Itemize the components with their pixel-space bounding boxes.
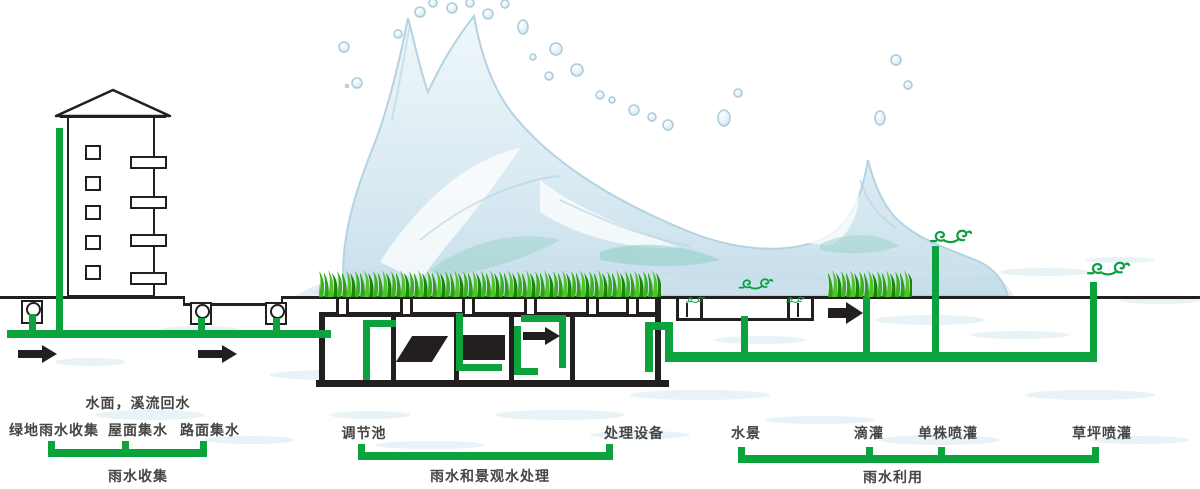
- tank-access-shaft: [400, 299, 413, 314]
- label-treatment-equipment: 处理设备: [604, 425, 664, 441]
- roof-downpipe: [56, 128, 63, 338]
- label-roof-collection: 屋面集水: [108, 422, 168, 438]
- drain-stub-pipe: [273, 318, 280, 332]
- tank-left-wall: [319, 312, 325, 382]
- label-group-rain-utilization: 雨水利用: [863, 469, 923, 485]
- building-window: [85, 145, 101, 160]
- building-balcony: [130, 234, 167, 247]
- grass-patch: [828, 271, 912, 298]
- outlet-pipe-up: [645, 322, 653, 372]
- water-feature-riser: [741, 316, 748, 358]
- building-window: [85, 235, 101, 250]
- tank-partition: [391, 312, 396, 382]
- building-balcony: [130, 156, 167, 169]
- water-feature-trough: [676, 299, 814, 321]
- chamber-pipe: [559, 315, 566, 368]
- tank-bottom-slab: [316, 380, 669, 387]
- ground-line-right: [281, 296, 1200, 299]
- curb-step-down: [183, 296, 185, 306]
- outlet-pipe-down: [665, 322, 673, 356]
- chamber-pipe: [456, 313, 463, 371]
- building-roof: [54, 88, 172, 118]
- outlet-pipe-over: [645, 322, 673, 330]
- building-window: [85, 176, 101, 191]
- grass-strip: [319, 271, 661, 298]
- drain-inlet-icon: [195, 304, 210, 319]
- building-balcony: [130, 196, 167, 209]
- building-window: [85, 265, 101, 280]
- tank-partition: [570, 312, 575, 382]
- trough-wall: [676, 299, 679, 321]
- collection-main-pipe: [7, 330, 331, 338]
- chamber-pipe: [514, 368, 538, 375]
- tank-right-wall: [655, 299, 661, 382]
- spray-swirl-icon: [685, 229, 1130, 303]
- label-lawn-sprinkler: 草坪喷灌: [1072, 425, 1132, 441]
- drain-stub-pipe: [29, 314, 36, 332]
- label-water-feature: 水景: [731, 425, 761, 441]
- tank-inlet-elbow-h: [363, 320, 396, 327]
- water-droplets: [338, 0, 913, 131]
- tank-access-shaft: [586, 299, 599, 314]
- tank-access-shaft: [626, 299, 639, 314]
- tank-access-shaft: [524, 299, 537, 314]
- chamber-pipe: [456, 364, 502, 371]
- label-green-space-collection: 绿地雨水收集: [9, 422, 99, 438]
- lawn-sprinkler-riser: [1090, 282, 1097, 358]
- road-surface-line: [183, 303, 283, 306]
- curb-step-up: [281, 296, 283, 306]
- treatment-unit-block: [463, 335, 505, 360]
- drain-stub-pipe: [198, 318, 205, 332]
- plant-sprinkler-riser: [932, 246, 939, 358]
- label-group-rain-collection: 雨水收集: [108, 468, 168, 484]
- tank-access-shaft: [462, 299, 475, 314]
- trough-divider: [700, 299, 703, 318]
- fountain-nozzle: [686, 303, 688, 317]
- tank-access-shaft: [336, 299, 349, 314]
- tank-inlet-elbow-v: [363, 320, 370, 380]
- label-surface-stream-return: 水面，溪流回水: [85, 395, 191, 411]
- trough-wall: [811, 299, 814, 321]
- tank-partition: [509, 312, 514, 382]
- building-window: [85, 205, 101, 220]
- tank-top-slab: [319, 312, 661, 317]
- label-group-water-treatment: 雨水和景观水处理: [430, 468, 550, 484]
- label-road-collection: 路面集水: [180, 422, 240, 438]
- fountain-nozzle: [797, 303, 799, 317]
- drain-inlet-icon: [270, 304, 285, 319]
- chamber-pipe: [514, 326, 521, 375]
- distribution-main-pipe: [665, 352, 1097, 362]
- drip-irrigation-riser: [863, 297, 870, 358]
- building-balcony: [130, 272, 167, 285]
- label-drip-irrigation: 滴灌: [854, 425, 884, 441]
- label-regulating-pool: 调节池: [341, 425, 387, 441]
- chamber-pipe: [521, 315, 566, 322]
- ground-line-left: [0, 296, 184, 299]
- trough-divider: [787, 299, 790, 318]
- label-plant-sprinkler: 单株喷灌: [918, 425, 978, 441]
